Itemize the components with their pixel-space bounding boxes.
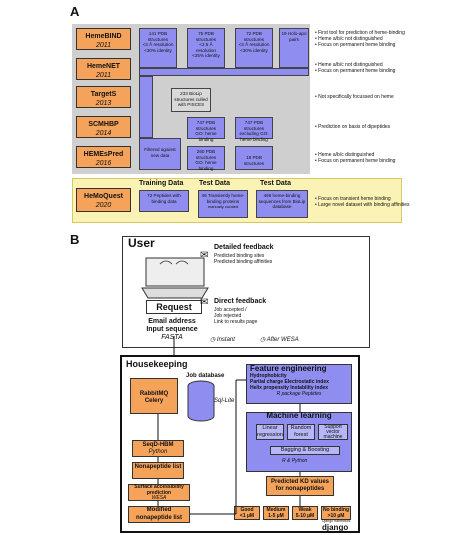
dataset-bar: [139, 68, 309, 76]
laptop-icon: [141, 257, 209, 299]
panel-a-letter: A: [70, 4, 80, 19]
direct-feedback-title: Direct feedback: [214, 298, 267, 305]
dataset-connector: [139, 76, 153, 138]
linear-regression-box: Linear regression: [256, 424, 284, 440]
user-label: User: [128, 236, 155, 250]
note-targets: • Not specifically focussed on heme: [315, 94, 394, 100]
envelope-icon: ✉: [200, 250, 209, 261]
panel-b-letter: B: [70, 232, 80, 247]
note-scmhbp: • Prediction on basis of dipeptides: [315, 124, 391, 130]
class-good: Good<1 µM: [234, 506, 260, 520]
dataset-box-3: 72 PDB structures <3 Å resolution <30% i…: [235, 28, 273, 68]
request-input-box: Email address Input sequence FASTA: [146, 318, 198, 341]
modified-nonapeptide-box: Modified nonapeptide list: [128, 506, 190, 523]
user-frame: [122, 236, 370, 348]
header-training-data: Training Data: [139, 180, 184, 187]
note-hemespred: • Heme a/b/c distinguished • Focus on pe…: [315, 152, 396, 164]
svm-box: Support vector machine: [318, 424, 348, 440]
note-hemebind: • First tool for prediction of heme-bind…: [315, 30, 405, 48]
detailed-feedback-title: Detailed feedback: [214, 244, 274, 251]
header-test-data-2: Test Data: [260, 180, 291, 187]
dataset-box-6: 747 PDB structures GO: heme binding: [187, 117, 225, 142]
note-hemenet: • Heme a/b/c not distinguished • Focus o…: [315, 62, 396, 74]
nonapeptide-box: Nonapeptide list: [132, 462, 184, 479]
envelope-icon-2: ✉: [200, 297, 209, 308]
dataset-box-7: 747 PDB structures excluding GO: heme bi…: [235, 117, 273, 142]
database-icon: [187, 380, 215, 422]
bagging-boosting-box: Bagging & Boosting: [270, 446, 340, 455]
hemoquest-training-box: 72 Peptides with binding data: [139, 190, 189, 212]
class-no-binding: No binding>10 µM: [321, 506, 351, 520]
dataset-box-5: 233 BioLip structures culled with PISCES: [171, 88, 211, 112]
job-database-label: Job database: [186, 373, 225, 379]
django-logo: django: [322, 523, 349, 532]
dataset-box-1: 141 PDB structures <3 Å resolution <30% …: [139, 28, 177, 68]
dataset-box-4: 19 Holo-apo pairs: [279, 28, 309, 68]
django-framework-label: Django framework: [322, 519, 351, 523]
rabbitmq-box: RabbitMQ Celery: [130, 378, 178, 414]
feature-engineering-box: Feature engineering Hydrophobicity Parti…: [246, 364, 352, 404]
direct-feedback-items: Job accepted / Job rejected Link to resu…: [214, 307, 258, 325]
machine-learning-box: Machine learning: [246, 412, 352, 472]
random-forest-box: Random forest: [287, 424, 315, 440]
detailed-feedback-items: Predicted binding sites Predicted bindin…: [214, 253, 273, 265]
dataset-box-10: 18 PDB structures: [235, 146, 273, 170]
sqlite-label: Sql-Lite: [214, 398, 235, 404]
r-python-label: R & Python: [282, 458, 308, 464]
note-hemoquest: • Focus on transient heme binding • Larg…: [315, 196, 410, 208]
instant-label: ◷ Instant: [210, 337, 235, 343]
predicted-kd-box: Predicted KD values for nonapeptides: [266, 476, 334, 496]
hemoquest-test-box-2: 469 heme-binding sequences from BioLip d…: [256, 190, 308, 218]
housekeeping-frame: [120, 355, 360, 533]
after-wesa-label: ◷ After WESA: [260, 337, 299, 343]
request-box: Request: [146, 300, 202, 314]
header-test-data-1: Test Data: [199, 180, 230, 187]
dataset-box-2: 75 PDB structures <2.5 Å resolution <25%…: [187, 28, 225, 68]
hemoquest-test-box-1: 46 Transiently heme-binding proteins man…: [198, 190, 248, 218]
dataset-box-9: 260 PDB structures GO: heme binding: [187, 146, 225, 171]
dataset-box-8: Filtered against new data: [139, 138, 181, 170]
housekeeping-title: Housekeeping: [126, 359, 188, 369]
